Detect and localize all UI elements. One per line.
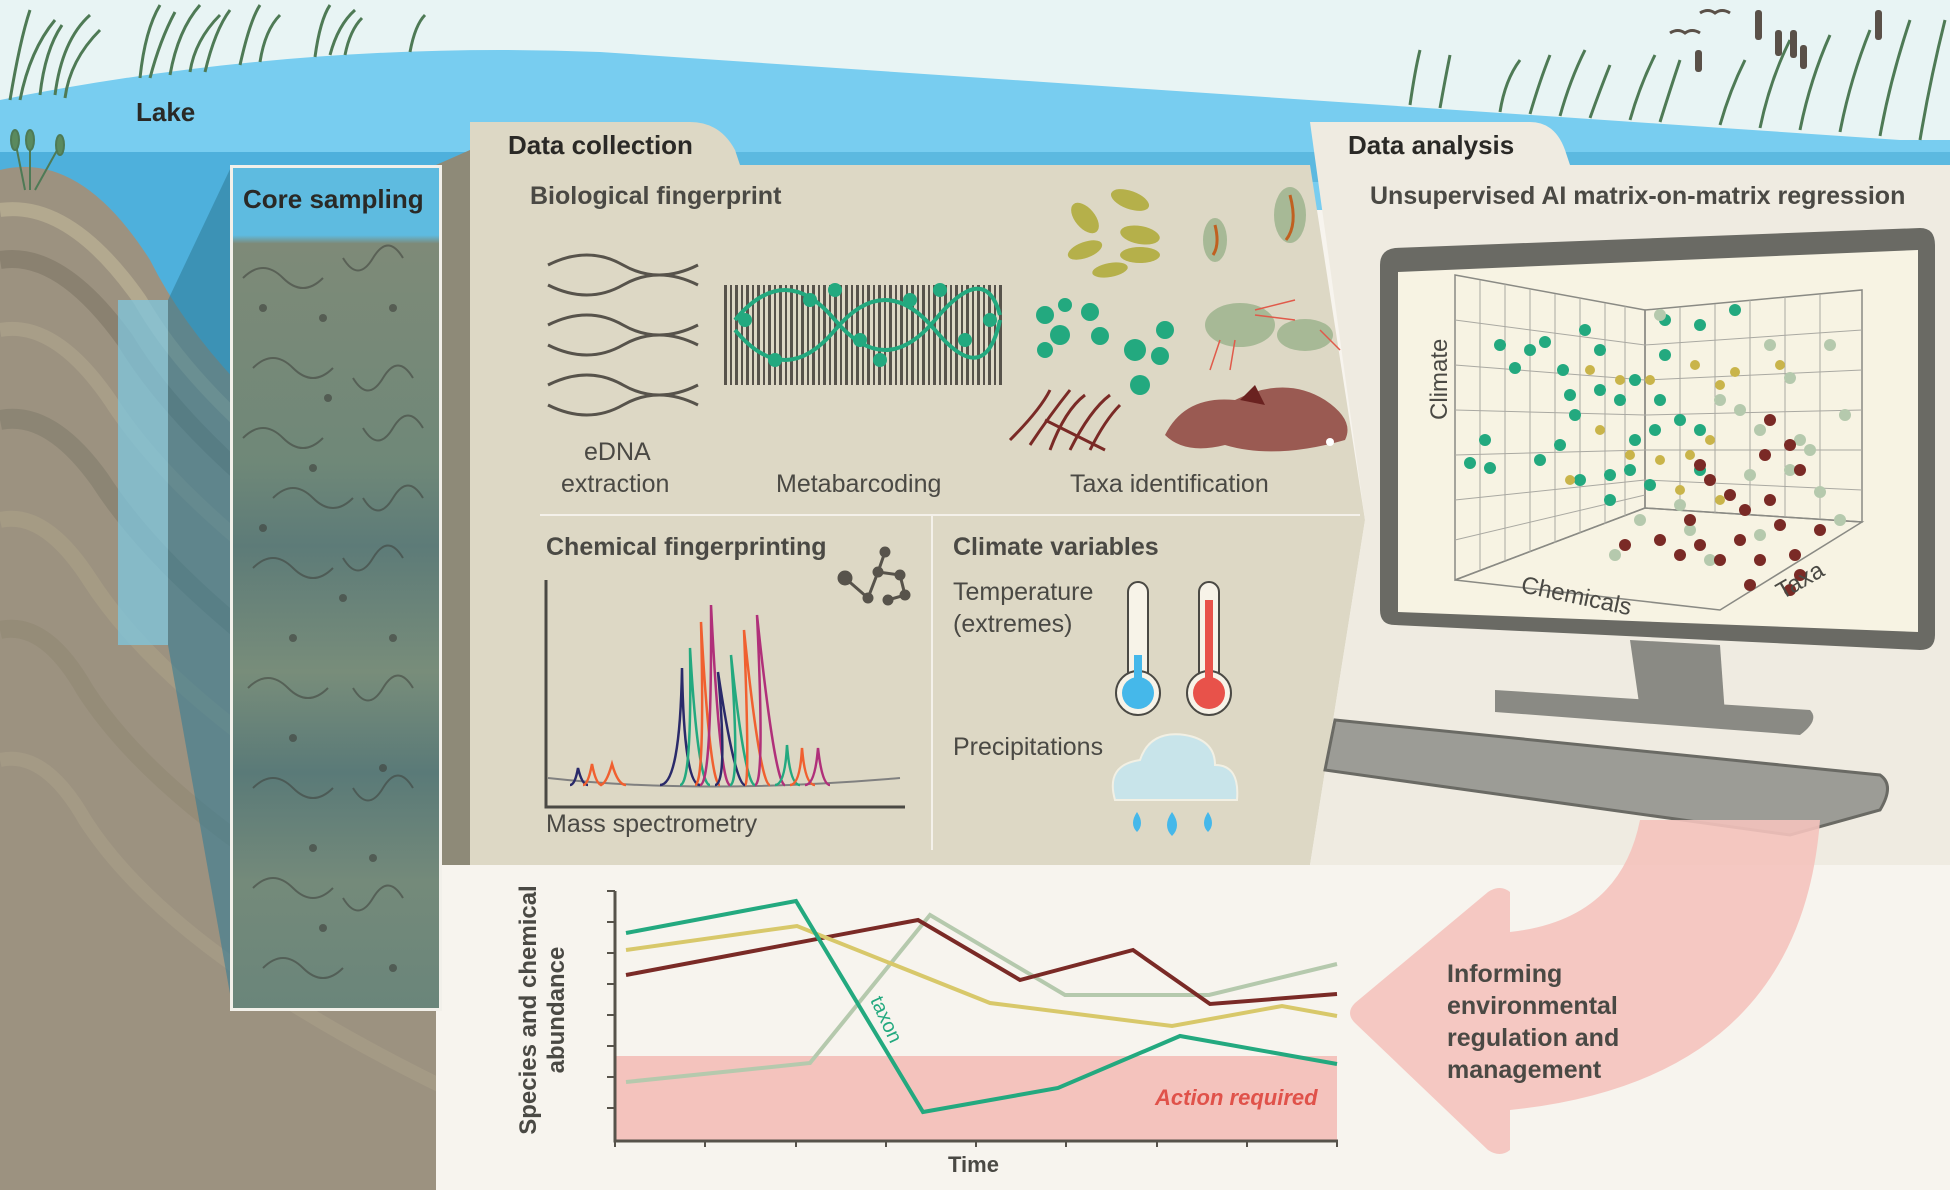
data-analysis-tab: Data analysis <box>1348 130 1515 160</box>
climate-variables-title: Climate variables <box>953 533 1159 561</box>
arrow-text-line2: environmental <box>1447 992 1618 1020</box>
temperature-label-line2: (extremes) <box>953 610 1073 638</box>
core-sampling-panel: Core sampling <box>230 165 442 1011</box>
metabarcoding-label: Metabarcoding <box>776 470 942 498</box>
data-analysis-title: Unsupervised AI matrix-on-matrix regress… <box>1370 182 1906 210</box>
arrow-text-line3: regulation and <box>1447 1024 1620 1052</box>
chemical-fingerprinting-title: Chemical fingerprinting <box>546 533 827 561</box>
mass-spectrometry-label: Mass spectrometry <box>546 810 758 838</box>
y-axis-label: Species and chemical abundance <box>515 885 570 1135</box>
sediment-molecule-pattern <box>242 244 424 979</box>
barcode-icon <box>724 285 1004 385</box>
arrow-text: Informing environmental regulation and m… <box>1447 958 1619 1086</box>
arrow-text-line4: management <box>1447 1056 1602 1084</box>
lake-label: Lake <box>136 97 196 127</box>
taxa-identification-label: Taxa identification <box>1070 470 1269 498</box>
edna-label-line2: extraction <box>561 470 670 498</box>
core-sampling-title: Core sampling <box>243 184 424 214</box>
temperature-label-line1: Temperature <box>953 578 1094 606</box>
data-collection-tab: Data collection <box>508 130 693 160</box>
biological-fingerprint-title: Biological fingerprint <box>530 182 782 210</box>
edna-label-line1: eDNA <box>584 438 651 466</box>
precipitations-label: Precipitations <box>953 733 1104 761</box>
arrow-text-line1: Informing <box>1447 960 1563 988</box>
